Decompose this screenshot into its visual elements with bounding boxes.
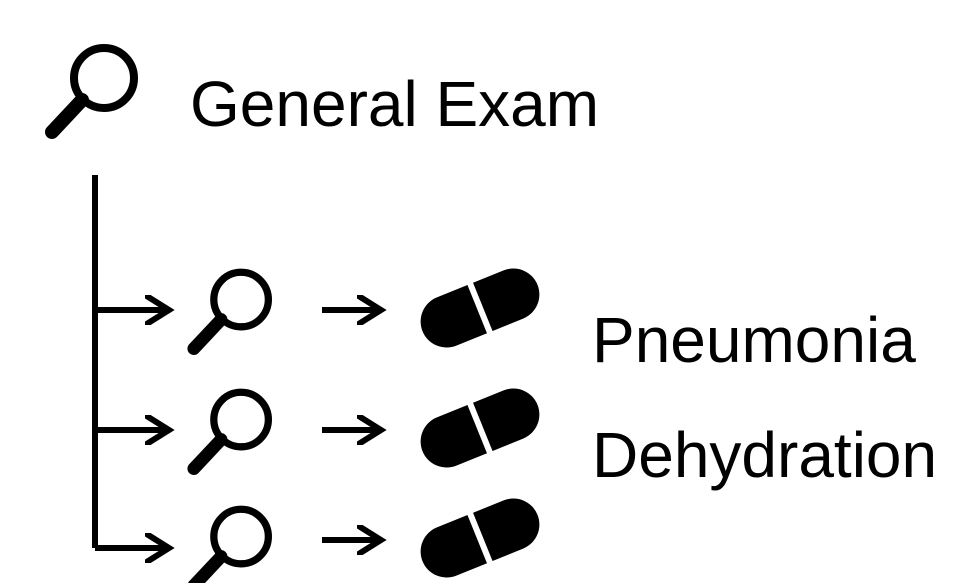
branch-3-magnifier-icon <box>194 509 269 583</box>
root-label: General Exam <box>190 68 600 140</box>
branch-2-pill-capsule-icon <box>411 375 550 481</box>
branch-row-3 <box>95 485 549 583</box>
branch-1-label: Pneumonia <box>592 304 916 376</box>
branch-row-1 <box>95 255 549 361</box>
branch-3-label: ... <box>596 544 650 583</box>
branch-1-pill-capsule-icon <box>411 255 550 361</box>
branch-3-pill-capsule-icon <box>411 485 550 583</box>
branch-1-magnifier-icon <box>194 272 269 348</box>
root-magnifier-icon <box>52 48 134 132</box>
branch-2-magnifier-icon <box>194 392 269 468</box>
branch-row-2 <box>95 375 549 481</box>
branch-2-label: Dehydration <box>592 419 938 491</box>
